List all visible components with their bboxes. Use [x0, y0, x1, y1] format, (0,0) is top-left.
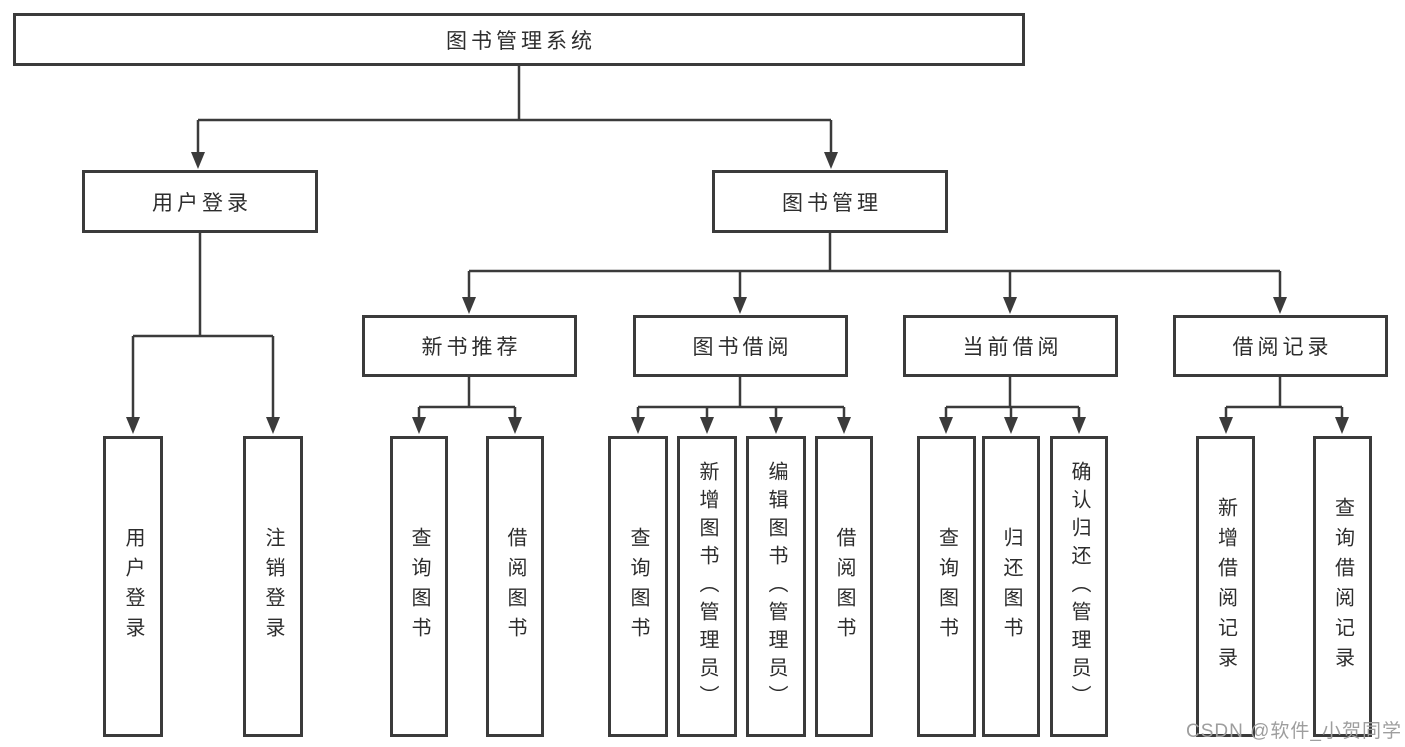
leaf-query-borrow-record: 查询借阅记录: [1313, 436, 1372, 737]
leaf-query-books-recommend: 查询图书: [390, 436, 448, 737]
leaf-borrow-books-borrowing: 借阅图书: [815, 436, 873, 737]
leaf-edit-books-admin: 编辑图书（管理员）: [746, 436, 806, 737]
leaf-return-books: 归还图书: [982, 436, 1040, 737]
leaf-user-login: 用户登录: [103, 436, 163, 737]
leaf-query-books-current: 查询图书: [917, 436, 976, 737]
leaf-add-books-admin: 新增图书（管理员）: [677, 436, 737, 737]
leaf-logout-login: 注销登录: [243, 436, 303, 737]
leaf-add-borrow-record: 新增借阅记录: [1196, 436, 1255, 737]
node-book-management: 图书管理: [712, 170, 948, 233]
leaf-borrow-books-recommend: 借阅图书: [486, 436, 544, 737]
node-book-borrowing: 图书借阅: [633, 315, 848, 377]
leaf-confirm-return-admin: 确认归还（管理员）: [1050, 436, 1108, 737]
node-user-login: 用户登录: [82, 170, 318, 233]
leaf-query-books-borrowing: 查询图书: [608, 436, 668, 737]
node-library-management-system: 图书管理系统: [13, 13, 1025, 66]
node-borrowing-records: 借阅记录: [1173, 315, 1388, 377]
node-new-book-recommendation: 新书推荐: [362, 315, 577, 377]
node-current-borrowing: 当前借阅: [903, 315, 1118, 377]
watermark: CSDN @软件_小贺同学: [1186, 721, 1402, 742]
